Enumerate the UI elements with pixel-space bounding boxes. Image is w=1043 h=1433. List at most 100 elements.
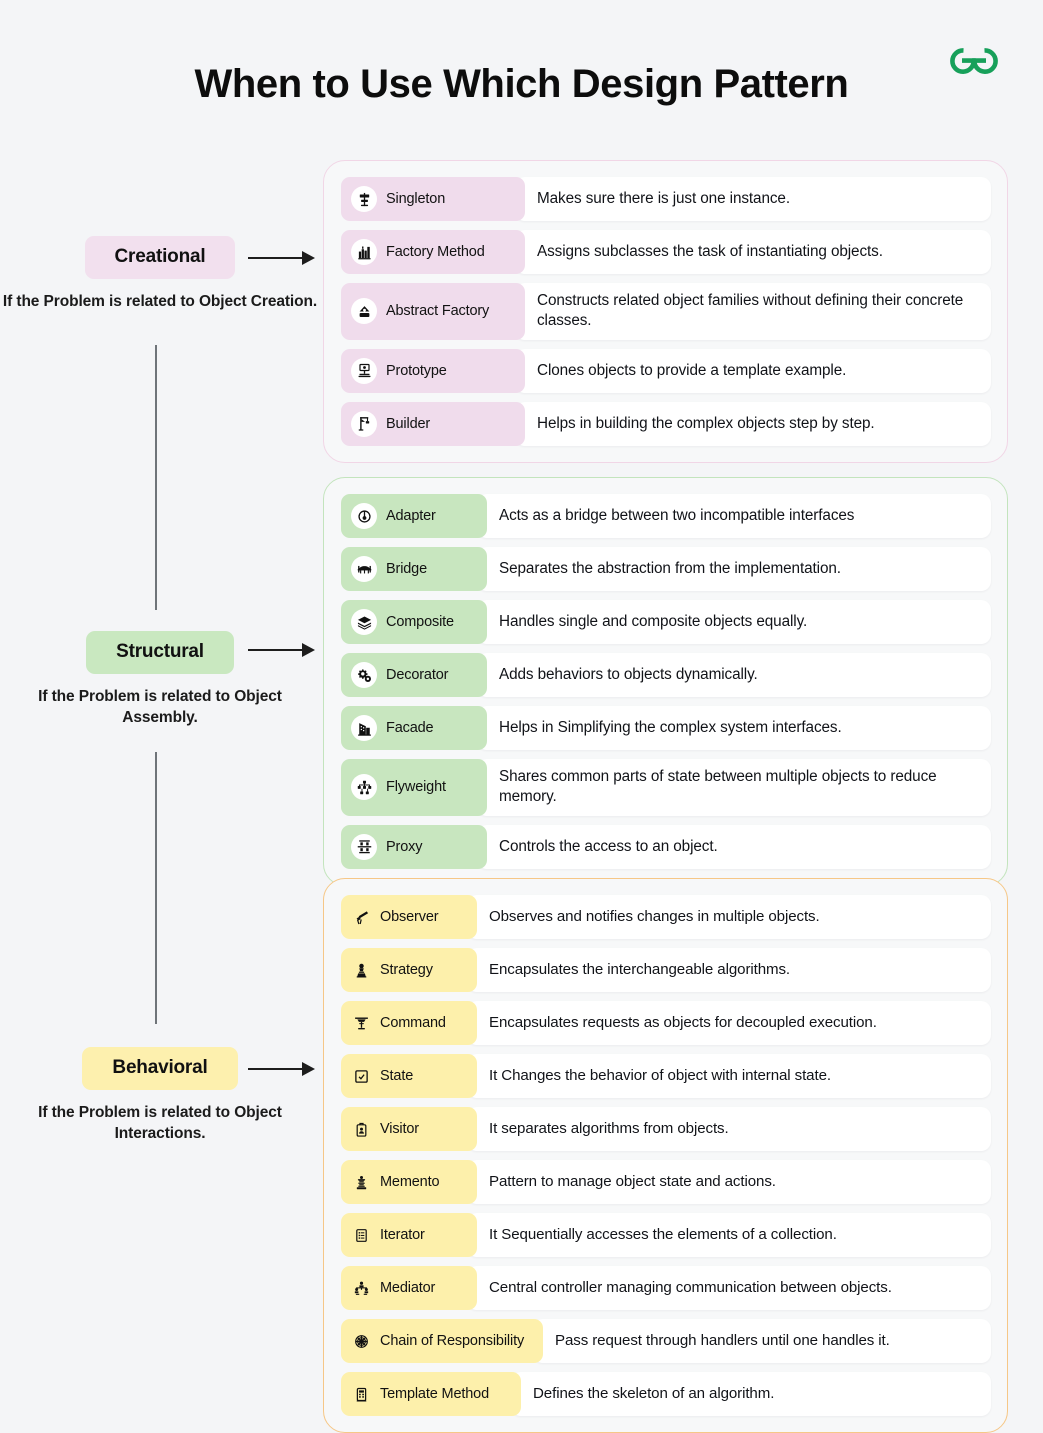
chain-link-icon	[351, 1331, 371, 1351]
pattern-description: Shares common parts of state between mul…	[477, 759, 991, 816]
pattern-row[interactable]: Observer Observes and notifies changes i…	[341, 895, 991, 939]
pattern-chip-singleton[interactable]: Singleton	[341, 177, 525, 221]
pattern-chip-chain-of-responsibility[interactable]: Chain of Responsibility	[341, 1319, 543, 1363]
factory-icon	[351, 239, 377, 265]
arrow-shaft	[248, 649, 306, 651]
pattern-description: It Changes the behavior of object with i…	[467, 1054, 991, 1098]
pattern-row[interactable]: Composite Handles single and composite o…	[341, 600, 991, 644]
pattern-panel-behavioral: Observer Observes and notifies changes i…	[323, 878, 1008, 1433]
category-subtitle-behavioral: If the Problem is related to Object Inte…	[38, 1104, 282, 1143]
pattern-name: Adapter	[386, 508, 436, 524]
pattern-name: Template Method	[380, 1386, 489, 1402]
arrow-head	[302, 251, 315, 265]
pattern-chip-memento[interactable]: Memento	[341, 1160, 477, 1204]
arrow-head	[302, 643, 315, 657]
pattern-description: Encapsulates requests as objects for dec…	[467, 1001, 991, 1045]
pattern-row[interactable]: Builder Helps in building the complex ob…	[341, 401, 991, 446]
connector-line-1	[155, 345, 157, 610]
pattern-name: Mediator	[380, 1280, 436, 1296]
pattern-name: Chain of Responsibility	[380, 1333, 525, 1349]
pattern-chip-decorator[interactable]: Decorator	[341, 653, 487, 697]
pattern-chip-factory-method[interactable]: Factory Method	[341, 230, 525, 274]
page-header: When to Use Which Design Pattern	[0, 0, 1043, 150]
pattern-chip-proxy[interactable]: Proxy	[341, 824, 487, 869]
prototype-icon	[351, 357, 377, 384]
geeksforgeeks-logo	[941, 36, 1007, 82]
pattern-chip-builder[interactable]: Builder	[341, 401, 525, 446]
telescope-icon	[351, 907, 371, 927]
pattern-chip-visitor[interactable]: Visitor	[341, 1107, 477, 1151]
page-title: When to Use Which Design Pattern	[194, 62, 849, 106]
pattern-description: Pattern to manage object state and actio…	[467, 1160, 991, 1204]
category-pill-creational[interactable]: Creational	[84, 236, 236, 279]
category-subtitle-structural: If the Problem is related to Object Asse…	[38, 688, 282, 727]
pattern-row[interactable]: Abstract Factory Constructs related obje…	[341, 283, 991, 340]
monument-icon	[351, 1172, 371, 1192]
pattern-name: Decorator	[386, 667, 449, 683]
pattern-chip-mediator[interactable]: Mediator	[341, 1266, 477, 1310]
chess-pawn-icon	[351, 960, 371, 980]
pattern-row[interactable]: Flyweight Shares common parts of state b…	[341, 759, 991, 816]
pattern-row[interactable]: Prototype Clones objects to provide a te…	[341, 348, 991, 393]
signpost-icon	[351, 186, 377, 212]
pattern-chip-command[interactable]: Command	[341, 1001, 477, 1045]
pattern-description: Observes and notifies changes in multipl…	[467, 895, 991, 939]
pattern-chip-adapter[interactable]: Adapter	[341, 494, 487, 538]
pattern-description: Handles single and composite objects equ…	[477, 600, 991, 644]
pattern-chip-flyweight[interactable]: Flyweight	[341, 759, 487, 816]
layers-icon	[351, 609, 377, 635]
builder-crane-icon	[351, 410, 377, 437]
pattern-row[interactable]: Decorator Adds behaviors to objects dyna…	[341, 653, 991, 697]
pattern-chip-prototype[interactable]: Prototype	[341, 348, 525, 393]
pattern-chip-state[interactable]: State	[341, 1054, 477, 1098]
pattern-row[interactable]: Memento Pattern to manage object state a…	[341, 1160, 991, 1204]
category-block-behavioral: Behavioral If the Problem is related to …	[0, 1047, 320, 1145]
template-icon	[351, 1384, 371, 1404]
category-block-structural: Structural If the Problem is related to …	[0, 631, 320, 729]
pattern-row[interactable]: Chain of Responsibility Pass request thr…	[341, 1319, 991, 1363]
pattern-chip-facade[interactable]: Facade	[341, 706, 487, 750]
building-icon	[351, 715, 377, 741]
pattern-chip-abstract-factory[interactable]: Abstract Factory	[341, 283, 525, 340]
pattern-row[interactable]: Visitor It separates algorithms from obj…	[341, 1107, 991, 1151]
pattern-name: Factory Method	[386, 244, 485, 260]
pattern-chip-bridge[interactable]: Bridge	[341, 547, 487, 591]
pattern-name: Observer	[380, 909, 439, 925]
pattern-row[interactable]: State It Changes the behavior of object …	[341, 1054, 991, 1098]
pattern-name: Abstract Factory	[386, 303, 490, 320]
pattern-row[interactable]: Proxy Controls the access to an object.	[341, 824, 991, 869]
pattern-row[interactable]: Template Method Defines the skeleton of …	[341, 1372, 991, 1416]
pattern-row[interactable]: Adapter Acts as a bridge between two inc…	[341, 494, 991, 538]
pattern-row[interactable]: Command Encapsulates requests as objects…	[341, 1001, 991, 1045]
pattern-name: Prototype	[386, 362, 447, 379]
bridge-icon	[351, 556, 377, 582]
pattern-description: Controls the access to an object.	[477, 824, 991, 869]
list-doc-icon	[351, 1225, 371, 1245]
category-pill-structural[interactable]: Structural	[86, 631, 234, 674]
pattern-row[interactable]: Iterator It Sequentially accesses the el…	[341, 1213, 991, 1257]
pattern-description: Separates the abstraction from the imple…	[477, 547, 991, 591]
pattern-chip-strategy[interactable]: Strategy	[341, 948, 477, 992]
arrow-shaft	[248, 1068, 306, 1070]
pattern-chip-observer[interactable]: Observer	[341, 895, 477, 939]
pattern-row[interactable]: Strategy Encapsulates the interchangeabl…	[341, 948, 991, 992]
pattern-chip-template-method[interactable]: Template Method	[341, 1372, 521, 1416]
pattern-row[interactable]: Bridge Separates the abstraction from th…	[341, 547, 991, 591]
pattern-row[interactable]: Factory Method Assigns subclasses the ta…	[341, 230, 991, 274]
pattern-name: Visitor	[380, 1121, 419, 1137]
pattern-row[interactable]: Singleton Makes sure there is just one i…	[341, 177, 991, 221]
pattern-panel-creational: Singleton Makes sure there is just one i…	[323, 160, 1008, 463]
terminal-icon	[351, 1013, 371, 1033]
pattern-name: Builder	[386, 415, 431, 432]
pattern-panel-structural: Adapter Acts as a bridge between two inc…	[323, 477, 1008, 886]
category-block-creational: Creational If the Problem is related to …	[0, 236, 320, 312]
pattern-row[interactable]: Facade Helps in Simplifying the complex …	[341, 706, 991, 750]
pattern-chip-composite[interactable]: Composite	[341, 600, 487, 644]
pattern-chip-iterator[interactable]: Iterator	[341, 1213, 477, 1257]
pattern-row[interactable]: Mediator Central controller managing com…	[341, 1266, 991, 1310]
badge-id-icon	[351, 1119, 371, 1139]
pattern-description: Acts as a bridge between two incompatibl…	[477, 494, 991, 538]
pattern-description: Clones objects to provide a template exa…	[515, 348, 991, 393]
pattern-description: Helps in building the complex objects st…	[515, 401, 991, 446]
category-pill-behavioral[interactable]: Behavioral	[82, 1047, 238, 1090]
